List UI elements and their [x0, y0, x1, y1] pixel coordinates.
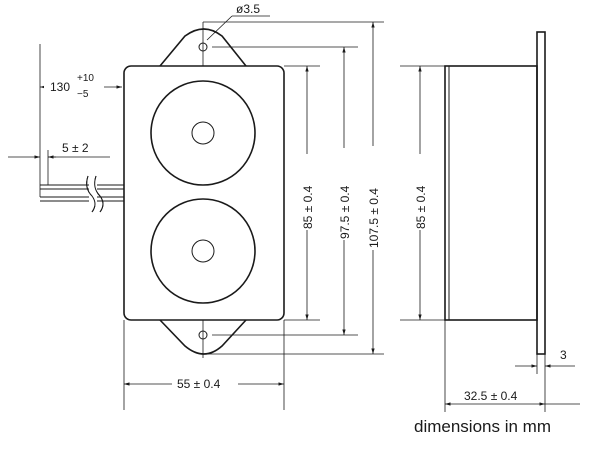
cable-length-base-label: 130 — [50, 80, 70, 94]
side-body — [444, 65, 538, 321]
hole-diameter-label: ø3.5 — [236, 2, 260, 16]
cable-length-minus-label: −5 — [77, 89, 89, 100]
width-55-label: 55 ± 0.4 — [177, 377, 221, 391]
bottom-mounting-tab — [159, 319, 247, 355]
flange-thickness-label: 3 — [560, 348, 567, 362]
units-caption: dimensions in mm — [414, 417, 551, 436]
height-107-5-dimension: 107.5 ± 0.4 — [364, 22, 382, 354]
stripped-length-dimension: 5 ± 2 — [8, 141, 110, 185]
side-depth-dimension: 32.5 ± 0.4 — [444, 320, 580, 412]
side-height-dimension: 85 ± 0.4 — [400, 65, 445, 321]
housing-body — [123, 65, 285, 321]
cable-length-dimension: 130 +10 −5 — [39, 44, 122, 197]
height-97-5-label: 97.5 ± 0.4 — [338, 185, 352, 239]
cable-length-plus-label: +10 — [77, 73, 94, 84]
flange-thickness-dimension: 3 — [515, 348, 575, 374]
upper-transducer-ring — [150, 80, 256, 186]
side-height-label: 85 ± 0.4 — [414, 185, 428, 229]
height-107-5-label: 107.5 ± 0.4 — [367, 188, 381, 248]
hole-diameter-dimension: ø3.5 — [206, 2, 270, 41]
height-85-label: 85 ± 0.4 — [301, 185, 315, 229]
lower-transducer-center — [191, 239, 215, 263]
upper-transducer-center — [191, 121, 215, 145]
side-view — [444, 31, 546, 355]
height-85-dimension: 85 ± 0.4 — [298, 66, 316, 320]
stripped-length-label: 5 ± 2 — [62, 141, 89, 155]
side-flange — [536, 31, 546, 355]
top-mounting-tab — [159, 28, 247, 67]
height-97-5-dimension: 97.5 ± 0.4 — [335, 47, 353, 335]
front-view — [40, 22, 285, 358]
side-depth-label: 32.5 ± 0.4 — [464, 389, 518, 403]
lower-transducer-ring — [150, 198, 256, 304]
width-55-dimension: 55 ± 0.4 — [123, 320, 285, 410]
lead-wires — [40, 175, 124, 213]
